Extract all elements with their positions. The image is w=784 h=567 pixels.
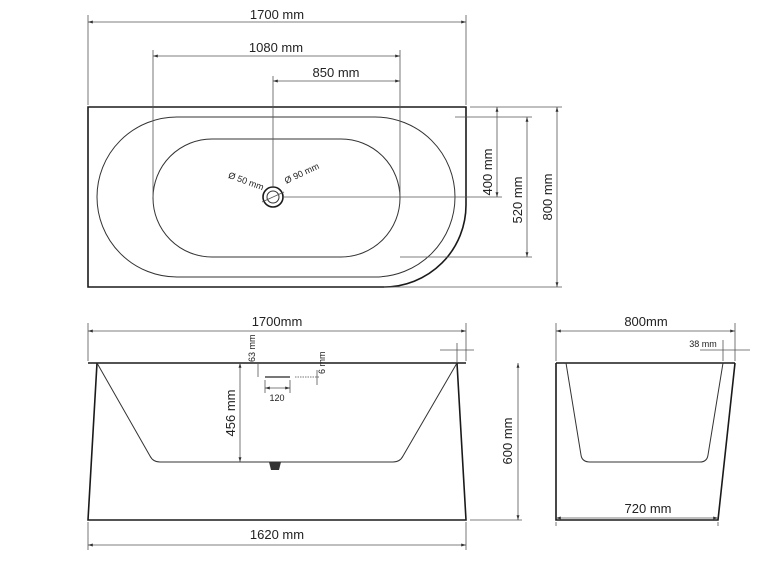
dim-top-length: 1700mm	[252, 314, 303, 329]
dim-inner-width: 520 mm	[510, 177, 525, 224]
dim-overflow-width: 120	[269, 393, 284, 403]
dim-overflow-height: 6 mm	[317, 352, 327, 375]
dim-side-top-width: 800mm	[624, 314, 667, 329]
tub-outline-side	[555, 362, 736, 521]
drain-icon	[261, 186, 285, 208]
front-view: 1700mm 1620 mm 456 mm 600 mm 63 mm 6 mm …	[87, 314, 522, 550]
dim-rim-offset: 63 mm	[247, 334, 257, 362]
dim-drain-center-width: 400 mm	[480, 149, 495, 196]
drain-outlet-icon	[269, 462, 281, 470]
dim-overall-height: 600 mm	[500, 418, 515, 465]
dim-drain-center-length: 850 mm	[313, 65, 360, 80]
dim-bottom-length: 1620 mm	[250, 527, 304, 542]
basin-oval	[152, 138, 401, 258]
dim-drain-diameter: Ø 90 mm	[283, 161, 321, 186]
dim-overall-length: 1700 mm	[250, 7, 304, 22]
basin-profile-side	[565, 362, 724, 463]
dim-taper: 38 mm	[689, 339, 717, 349]
top-view: 1700 mm 1080 mm 850 mm 400 mm 520 mm 800…	[87, 7, 562, 288]
dim-overflow-diameter: Ø 50 mm	[227, 170, 265, 192]
side-view: 800mm 38 mm 720 mm	[555, 314, 750, 526]
dim-side-bottom-width: 720 mm	[625, 501, 672, 516]
tub-outline-front	[87, 362, 467, 521]
overflow-slot	[265, 376, 290, 378]
dim-inner-depth: 456 mm	[223, 390, 238, 437]
dim-drain-offset: 1080 mm	[249, 40, 303, 55]
dim-overall-width: 800 mm	[540, 174, 555, 221]
